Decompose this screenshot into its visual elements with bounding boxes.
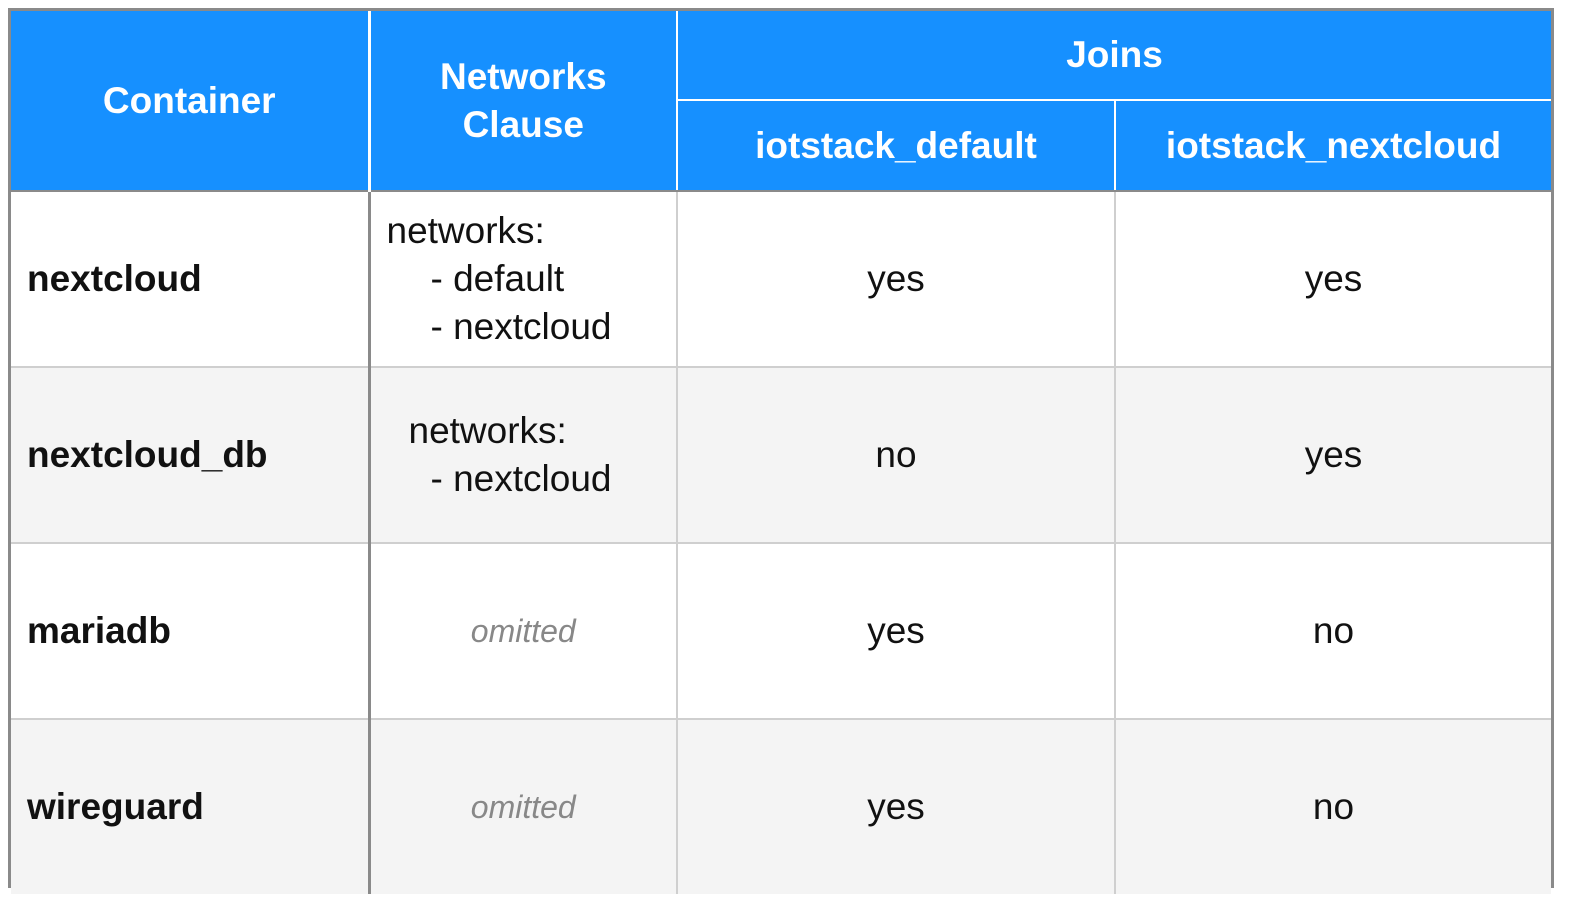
container-header: Container <box>11 11 371 192</box>
clause-line: networks: <box>408 410 567 451</box>
container-name: nextcloud <box>11 191 371 368</box>
container-name: mariadb <box>11 543 371 720</box>
container-name: wireguard <box>11 719 371 894</box>
table-row: mariadb omitted yes no <box>11 543 1552 720</box>
networks-clause-header: Networks Clause <box>369 11 678 192</box>
joins-default-value: no <box>677 367 1116 544</box>
networks-clause-header-line1: Networks <box>439 55 607 97</box>
joins-nextcloud-value: no <box>1115 719 1552 894</box>
clause-line: - nextcloud <box>430 306 612 347</box>
header-row-sub: iotstack_default iotstack_nextcloud <box>11 100 1552 192</box>
joins-default-value: yes <box>677 719 1116 894</box>
table-body: nextcloud networks: - default - nextclou… <box>11 191 1552 894</box>
clause-line: - default <box>430 258 565 299</box>
joins-nextcloud-value: yes <box>1115 191 1552 368</box>
joins-default-value: yes <box>677 191 1116 368</box>
joins-nextcloud-value: no <box>1115 543 1552 720</box>
table-row: nextcloud networks: - default - nextclou… <box>11 191 1552 368</box>
joins-nextcloud-value: yes <box>1115 367 1552 544</box>
iotstack-default-header: iotstack_default <box>677 100 1116 192</box>
networks-clause-omitted: omitted <box>369 543 678 720</box>
networks-clause-omitted: omitted <box>369 719 678 894</box>
header-row-top: Container Networks Clause Joins <box>11 11 1552 192</box>
networks-clause: networks: - nextcloud <box>369 367 678 544</box>
networks-clause: networks: - default - nextcloud <box>369 191 678 368</box>
networks-clause-header-line2: Clause <box>462 103 584 145</box>
clause-line: networks: <box>386 210 545 251</box>
clause-line: - nextcloud <box>430 458 612 499</box>
joins-header: Joins <box>677 11 1552 101</box>
container-name: nextcloud_db <box>11 367 371 544</box>
iotstack-nextcloud-header: iotstack_nextcloud <box>1115 100 1552 192</box>
table-row: wireguard omitted yes no <box>11 719 1552 894</box>
networks-table-frame: Container Networks Clause Joins iotstack… <box>8 8 1554 894</box>
networks-table: Container Networks Clause Joins iotstack… <box>11 11 1552 894</box>
table-row: nextcloud_db networks: - nextcloud no ye… <box>11 367 1552 544</box>
table-header: Container Networks Clause Joins iotstack… <box>11 11 1552 192</box>
joins-default-value: yes <box>677 543 1116 720</box>
